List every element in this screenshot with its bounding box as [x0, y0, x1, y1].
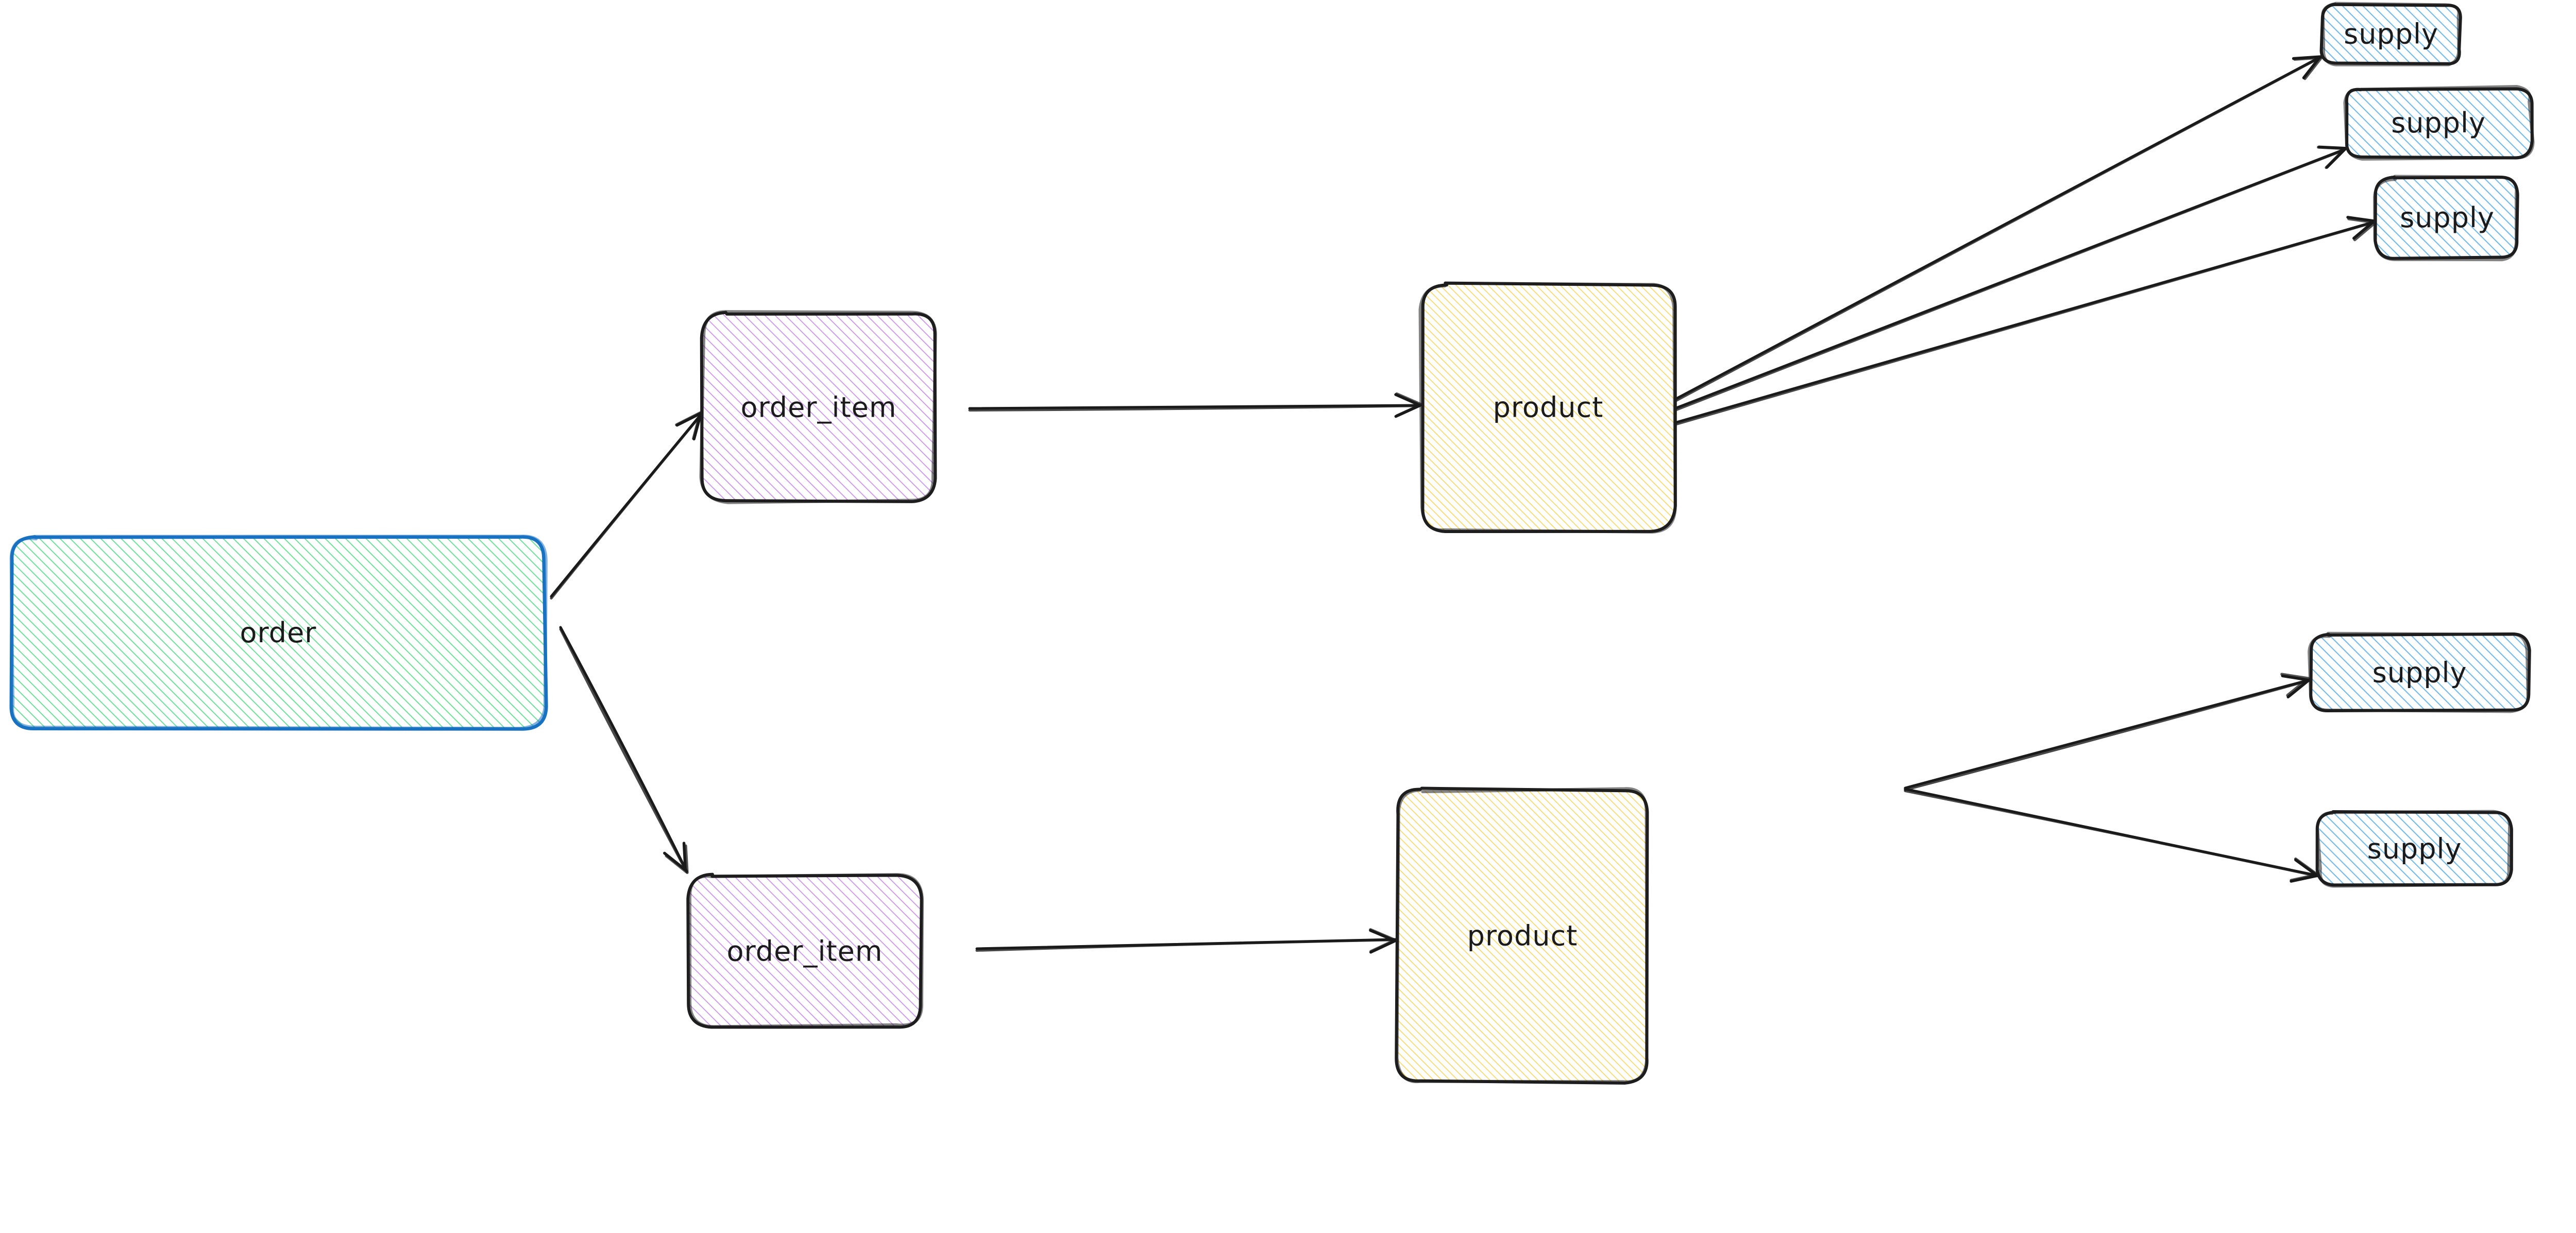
node-label-order_item_2: order_item: [727, 935, 883, 968]
node-fill-supply_5: [2319, 812, 2511, 885]
node-supply_5[interactable]: supply: [2315, 810, 2513, 888]
node-outline-supply_3: [2373, 175, 2518, 262]
node-outline-supply_5: [2315, 810, 2511, 888]
edge-line: [1675, 148, 2346, 411]
node-fill-supply_2: [2345, 87, 2532, 158]
edge-line: [1904, 679, 2311, 791]
edge-arrowhead-icon: [2317, 146, 2347, 169]
node-outline-order_item_1: [699, 310, 937, 504]
node-outline-supply_4: [2308, 631, 2530, 713]
node-outline-order_item_2: [688, 873, 924, 1029]
edge-line: [550, 413, 703, 600]
node-order_item_1[interactable]: order_item: [699, 310, 937, 504]
node-outline-supply_1: [2321, 2, 2461, 66]
edge-line: [975, 938, 1397, 952]
node-fill-order: [10, 537, 546, 729]
node-label-order_item_1: order_item: [741, 391, 897, 424]
node-fill-order_item_2: [687, 874, 922, 1026]
edge-line: [968, 404, 1421, 412]
edges-layer: [550, 55, 2377, 954]
edge-product_1-to-supply_2[interactable]: [1675, 145, 2347, 411]
edge-line: [1674, 56, 2323, 402]
edge-line: [559, 628, 688, 874]
node-fill-supply_3: [2376, 178, 2518, 259]
edge-product_1-to-supply_1[interactable]: [1674, 55, 2323, 402]
node-product_2[interactable]: product: [1395, 786, 1649, 1085]
node-outline-supply_2: [2343, 85, 2535, 161]
edge-product_2-to-supply_5[interactable]: [1904, 787, 2319, 883]
node-order_item_2[interactable]: order_item: [686, 872, 924, 1029]
node-label-supply_1: supply: [2344, 18, 2438, 50]
nodes-layer: orderorder_itemorder_itemproductproducts…: [9, 2, 2535, 1085]
edge-arrowhead-icon: [2280, 673, 2310, 697]
node-label-supply_3: supply: [2400, 201, 2495, 234]
node-outline-product_2: [1395, 787, 1649, 1084]
node-supply_1[interactable]: supply: [2319, 2, 2462, 66]
node-product_1[interactable]: product: [1418, 281, 1677, 534]
node-fill-supply_1: [2321, 4, 2460, 64]
node-outline-order: [9, 535, 548, 730]
node-order[interactable]: order: [9, 535, 548, 731]
node-label-product_1: product: [1493, 391, 1604, 424]
node-fill-order_item_1: [703, 312, 936, 502]
edge-order-to-order_item_2[interactable]: [559, 626, 689, 874]
node-fill-product_1: [1421, 283, 1675, 532]
node-label-supply_2: supply: [2391, 107, 2486, 139]
edge-product_1-to-supply_3[interactable]: [1675, 216, 2377, 425]
edge-order_item_2-to-product_2[interactable]: [975, 928, 1397, 954]
node-fill-product_2: [1397, 790, 1649, 1082]
node-supply_3[interactable]: supply: [2373, 175, 2519, 262]
edge-line: [1904, 790, 2319, 878]
node-outline-product_1: [1418, 281, 1677, 534]
edge-product_2-to-supply_4[interactable]: [1904, 673, 2311, 791]
node-label-supply_5: supply: [2367, 833, 2462, 865]
node-label-product_2: product: [1467, 920, 1578, 952]
node-supply_4[interactable]: supply: [2308, 631, 2531, 713]
edge-order-to-order_item_1[interactable]: [550, 411, 703, 600]
node-label-supply_4: supply: [2372, 657, 2467, 689]
edge-order_item_1-to-product_1[interactable]: [968, 392, 1423, 418]
node-label-order: order: [240, 616, 317, 649]
node-supply_2[interactable]: supply: [2343, 85, 2535, 161]
node-fill-supply_4: [2310, 634, 2529, 711]
edge-arrowhead-icon: [665, 844, 689, 874]
edge-arrowhead-icon: [1369, 928, 1397, 953]
edge-line: [1675, 220, 2377, 425]
